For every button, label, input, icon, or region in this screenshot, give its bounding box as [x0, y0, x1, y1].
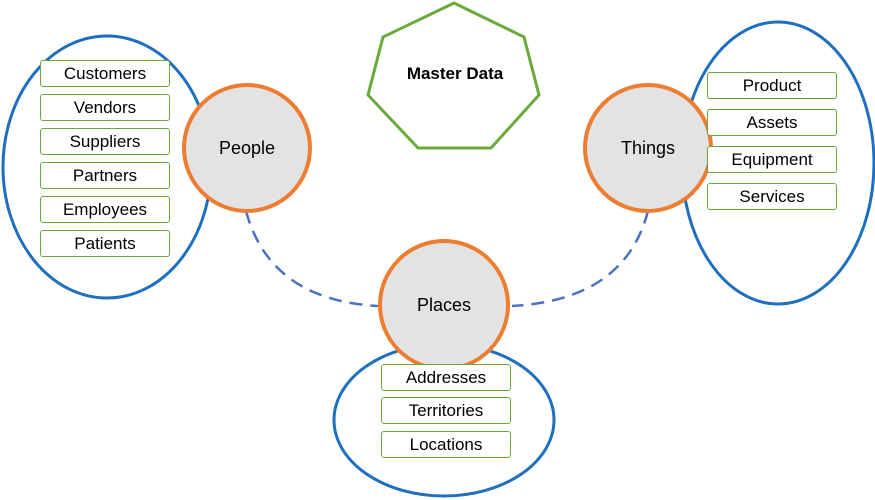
people-hub-circle [182, 83, 312, 213]
master-data-heptagon [366, 1, 541, 150]
people-item-vendors: Vendors [40, 94, 170, 121]
connector-things-places [511, 210, 650, 308]
things-item-equipment: Equipment [707, 146, 837, 173]
things-item-assets: Assets [707, 109, 837, 136]
people-hub-label: People [218, 138, 276, 158]
connector-people-places [244, 210, 379, 308]
people-item-partners: Partners [40, 162, 170, 189]
places-item-territories: Territories [381, 397, 511, 424]
people-item-employees: Employees [40, 196, 170, 223]
things-item-services: Services [707, 183, 837, 210]
people-item-patients: Patients [40, 230, 170, 257]
places-item-addresses: Addresses [381, 364, 511, 391]
places-hub-label: Places [416, 295, 472, 315]
things-item-product: Product [707, 72, 837, 99]
places-item-locations: Locations [381, 431, 511, 458]
people-item-suppliers: Suppliers [40, 128, 170, 155]
master-data-title: Master Data [406, 64, 504, 83]
things-hub-label: Things [620, 138, 676, 158]
people-item-customers: Customers [40, 60, 170, 87]
